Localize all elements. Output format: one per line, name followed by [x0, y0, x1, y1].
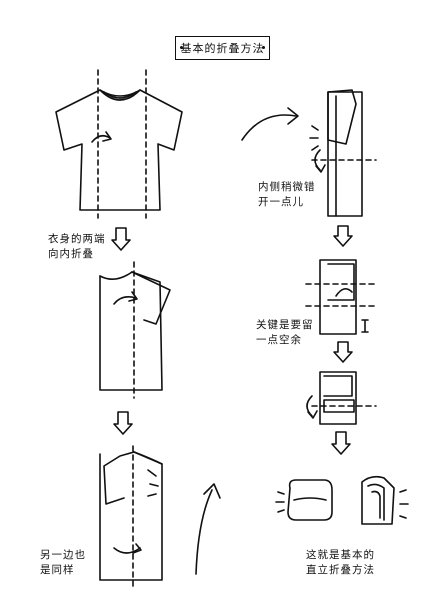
upright-roll	[361, 475, 409, 525]
curved-arrow-up	[195, 483, 221, 575]
fold-lines-step5	[305, 283, 375, 307]
fold-line-left	[97, 69, 147, 219]
fold-arrow-step1	[91, 134, 111, 143]
caption-step1-line1: 衣身的两端	[48, 233, 106, 245]
strip-step4	[309, 89, 363, 217]
caption-step4-line2: 一点空余	[256, 334, 302, 346]
down-arrow-2	[113, 411, 133, 435]
curved-arrow-right	[241, 107, 299, 141]
tshirt-step3	[99, 451, 163, 581]
tshirt-step2	[99, 271, 171, 391]
caption-step2: 另一边也 是同样	[40, 548, 86, 578]
fold-arrow-step2	[113, 296, 137, 305]
down-arrow-3	[333, 225, 353, 247]
caption-step3-line2: 开一点儿	[258, 196, 304, 208]
fold-arrow-step5	[335, 288, 353, 297]
caption-step4-line1: 关键是要留	[256, 319, 314, 331]
title-box: 基本的折叠方法	[175, 36, 270, 60]
caption-step3-line1: 内侧稍微错	[258, 181, 316, 193]
caption-step3: 内侧稍微错 开一点儿	[258, 180, 316, 210]
page-title: 基本的折叠方法	[180, 42, 265, 55]
down-arrow-5	[331, 431, 351, 455]
block-step5	[319, 259, 369, 335]
caption-step2-line1: 另一边也	[40, 549, 86, 561]
caption-step5: 这就是基本的 直立折叠方法	[306, 548, 375, 578]
tshirt-step1	[55, 89, 183, 211]
caption-step1-line2: 向内折叠	[48, 248, 94, 260]
block-step6	[319, 371, 357, 425]
caption-step5-line1: 这就是基本的	[306, 549, 375, 561]
caption-step5-line2: 直立折叠方法	[306, 564, 375, 576]
down-arrow-1	[111, 227, 131, 251]
down-arrow-4	[333, 341, 353, 363]
fold-arrow-step3	[113, 547, 141, 554]
caption-step1: 衣身的两端 向内折叠	[48, 232, 106, 262]
folded-bundle	[275, 479, 333, 521]
caption-step4: 关键是要留 一点空余	[256, 318, 314, 348]
caption-step2-line2: 是同样	[40, 564, 75, 576]
